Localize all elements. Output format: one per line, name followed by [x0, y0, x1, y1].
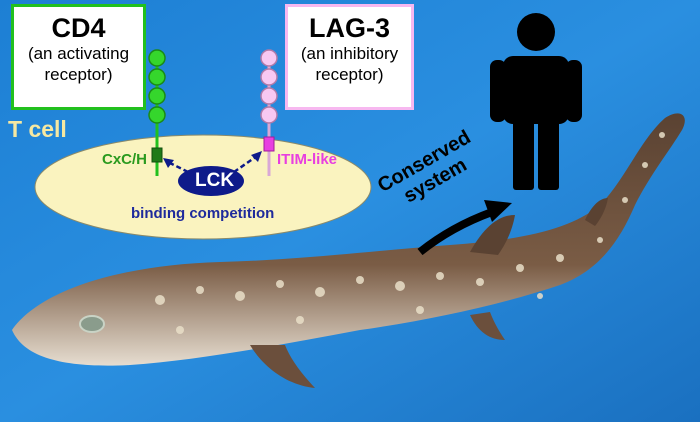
cd4-subtitle-line2: receptor) — [44, 65, 113, 84]
cd4-domain — [148, 87, 166, 105]
arrowhead-to-cd4 — [163, 158, 174, 168]
t-cell-label: T cell — [8, 116, 67, 142]
shark-pelvic-fin — [470, 312, 505, 340]
lag3-domain — [260, 106, 278, 124]
conserved-arrowhead — [484, 200, 512, 222]
shark-spots — [155, 132, 665, 334]
cd4-subtitle-line1: (an activating — [27, 44, 130, 63]
catshark-image — [12, 113, 685, 388]
conserved-arrow — [417, 208, 494, 256]
shark-pectoral-fin — [250, 345, 315, 388]
lck-label: LCK — [195, 170, 235, 191]
lag3-title: LAG-3 — [309, 13, 390, 43]
shark-eye — [79, 315, 105, 333]
lag3-motif-label: ITIM-like — [277, 151, 338, 168]
shark-second-dorsal-fin — [585, 198, 608, 226]
shark-body — [12, 113, 685, 366]
lag3-receptor — [260, 49, 278, 176]
lag3-label-box: LAG-3 (an inhibitory receptor) — [285, 4, 414, 110]
lag3-itim-box — [263, 136, 275, 152]
cd4-motif-label: CxC/H — [102, 151, 148, 168]
cd4-receptor — [148, 49, 166, 176]
lck-ellipse — [178, 166, 244, 196]
human-icon — [490, 13, 582, 190]
lag3-domain — [260, 49, 278, 67]
lag3-subtitle-line2: receptor) — [315, 65, 384, 84]
cd4-label-box: CD4 (an activating receptor) — [11, 4, 146, 110]
competition-arrows — [167, 154, 258, 174]
shark-dorsal-fin — [470, 215, 515, 255]
cd4-domain — [148, 49, 166, 67]
cd4-title: CD4 — [51, 13, 106, 43]
arrowhead-to-lag3 — [251, 151, 262, 162]
lag3-domain — [260, 68, 278, 86]
cd4-domain — [148, 68, 166, 86]
lag3-domain — [260, 87, 278, 105]
binding-competition-label: binding competition — [131, 205, 275, 222]
lag3-subtitle-line1: (an inhibitory — [300, 44, 399, 63]
cd4-domain — [148, 106, 166, 124]
cd4-transmembrane — [151, 147, 163, 163]
